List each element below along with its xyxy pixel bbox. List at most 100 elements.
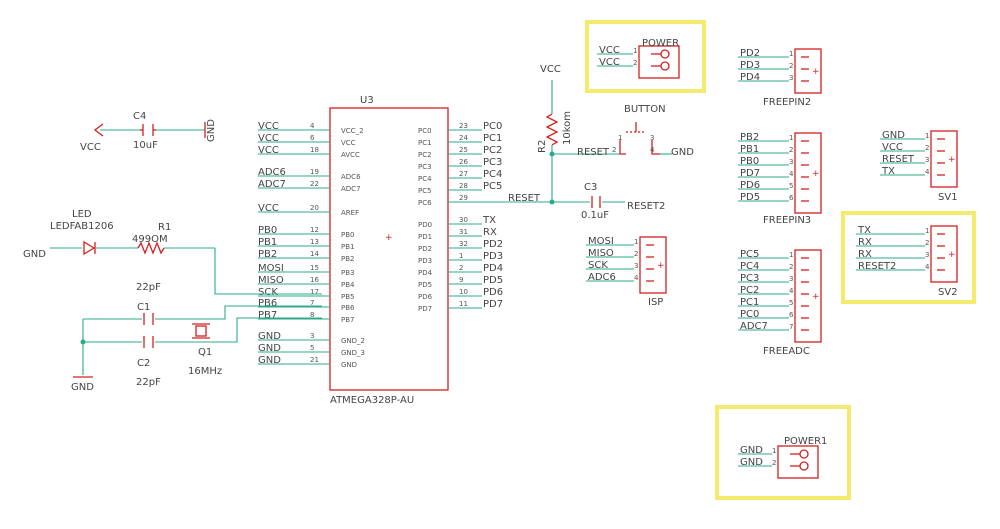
mcu-left-pin-num: 21 — [310, 356, 319, 364]
mcu-right-pin-label: PC5 — [418, 187, 432, 195]
header-freepin3-name: FREEPIN3 — [763, 215, 811, 226]
c4-name: C4 — [133, 111, 146, 122]
header-power-pin-num: 2 — [633, 59, 637, 67]
header-sv1-pin-num: 1 — [925, 132, 929, 140]
reset-circuit: VCC R2 10kom BUTTON RESET GND 1 2 3 4 C3… — [482, 64, 694, 221]
led-value: LEDFAB1206 — [50, 221, 114, 232]
header-sv2-body — [930, 225, 958, 283]
mcu-left-pin-num: 3 — [310, 332, 314, 340]
header-sv2-net: TX — [857, 225, 871, 236]
header-isp-pin-num: 2 — [634, 250, 638, 258]
button-pin-4: 4 — [650, 146, 655, 154]
mcu-right-pin-label: PC6 — [418, 199, 432, 207]
header-sv2-name: SV2 — [938, 287, 958, 298]
q1-value: 16MHz — [188, 366, 222, 377]
header-power-name: POWER — [642, 38, 679, 49]
header-freepin2-pin-num: 3 — [789, 74, 793, 82]
gnd-bottom-label: GND — [71, 382, 94, 393]
mcu-right-pin-num: 2 — [459, 264, 463, 272]
c2-name: C2 — [137, 358, 150, 369]
mcu-right-net: PC4 — [483, 169, 502, 180]
c3-net-reset2: RESET2 — [627, 201, 665, 212]
header-sv2-pin-num: 1 — [925, 227, 929, 235]
header-isp-name: ISP — [648, 297, 663, 308]
header-sv1-pin-num: 4 — [925, 168, 930, 176]
mcu-origin-mark: + — [385, 233, 393, 243]
mcu-left-net: PB0 — [258, 225, 277, 236]
header-sv1-net: GND — [882, 130, 905, 141]
header-pin-circle-icon — [660, 61, 670, 71]
mcu-right-pin-label: PD6 — [418, 293, 433, 301]
mcu-right-pin-num: 32 — [459, 240, 468, 248]
header-freepin3-pin-num: 4 — [789, 170, 794, 178]
c3-name: C3 — [584, 182, 597, 193]
mcu-right-pin-num: 24 — [459, 134, 468, 142]
header-freeadc-body — [794, 249, 822, 343]
c2-value: 22pF — [136, 377, 161, 388]
button-pin-2: 2 — [612, 146, 616, 154]
mcu-left-pin-num: 18 — [310, 146, 319, 154]
header-freeadc-net: PC2 — [740, 285, 759, 296]
mcu-left-net: PB1 — [258, 237, 277, 248]
crystal-group: C1 22pF C2 22pF Q1 16MHz GND — [71, 282, 322, 393]
header-power1-net: GND — [740, 457, 763, 468]
mcu-left-pin-label: PB3 — [341, 269, 354, 277]
header-origin-mark: + — [812, 67, 820, 77]
button-net-gnd: GND — [671, 147, 694, 158]
mcu-right-net: PC0 — [483, 121, 502, 132]
mcu-part: ATMEGA328P-AU — [330, 395, 414, 406]
mcu-left-pin-label: ADC6 — [341, 173, 361, 181]
mcu-right-pin-num: 30 — [459, 216, 468, 224]
header-freepin2-pin-num: 1 — [789, 50, 793, 58]
mcu-left-pin-num: 20 — [310, 204, 319, 212]
r2-value: 10kom — [562, 111, 573, 145]
header-origin-mark: + — [948, 250, 956, 260]
mcu-right-pin-num: 27 — [459, 170, 468, 178]
header-power-body — [638, 45, 680, 79]
mcu-left-pin-label: PB4 — [341, 281, 355, 289]
mcu-left-pin-num: 13 — [310, 238, 319, 246]
mcu-left-net: ADC7 — [258, 179, 286, 190]
header-power-net: VCC — [599, 45, 620, 56]
mcu-left-pin-label: VCC_2 — [341, 127, 364, 135]
mcu-right-net: PD4 — [483, 263, 503, 274]
header-freepin3-pin-num: 5 — [789, 182, 793, 190]
mcu-left-pin-num: 8 — [310, 311, 314, 319]
header-freepin3-net: PB0 — [740, 156, 759, 167]
highlight-power — [585, 20, 706, 93]
r2-net-vcc: VCC — [540, 64, 561, 75]
header-power1-pin-num: 2 — [772, 459, 776, 467]
mcu-left-net: VCC — [258, 145, 279, 156]
header-freepin3-net: PD5 — [740, 192, 760, 203]
header-freepin3-pin-num: 2 — [789, 146, 793, 154]
r2-name: R2 — [537, 140, 548, 153]
capacitor-c4: C4 10uF VCC GND — [80, 111, 217, 153]
mcu-left-net: GND — [258, 355, 281, 366]
mcu-right-net: RX — [483, 227, 497, 238]
mcu-right-net: RESET — [508, 193, 541, 204]
header-sv2-net: RESET2 — [858, 261, 896, 272]
highlight-power1 — [715, 405, 851, 500]
led-net-gnd: GND — [23, 249, 46, 260]
mcu-right-pin-label: PC2 — [418, 151, 432, 159]
mcu-right-net: PD3 — [483, 251, 503, 262]
header-freepin3-body — [794, 132, 822, 214]
mcu-left-net: PB7 — [258, 310, 277, 321]
mcu-left-pin-num: 22 — [310, 180, 319, 188]
mcu-left-net: SCK — [258, 287, 278, 298]
mcu-right-pin-num: 1 — [459, 252, 463, 260]
header-power1-body — [777, 445, 819, 479]
mcu-right-net: PC3 — [483, 157, 502, 168]
mcu-right-pin-num: 28 — [459, 182, 468, 190]
mcu-left-pin-num: 7 — [310, 299, 314, 307]
mcu-right-pin-label: PC0 — [418, 127, 432, 135]
header-freepin3-net: PB2 — [740, 132, 759, 143]
header-freepin2-net: PD2 — [740, 48, 760, 59]
mcu-left-pin-num: 17 — [310, 288, 319, 296]
